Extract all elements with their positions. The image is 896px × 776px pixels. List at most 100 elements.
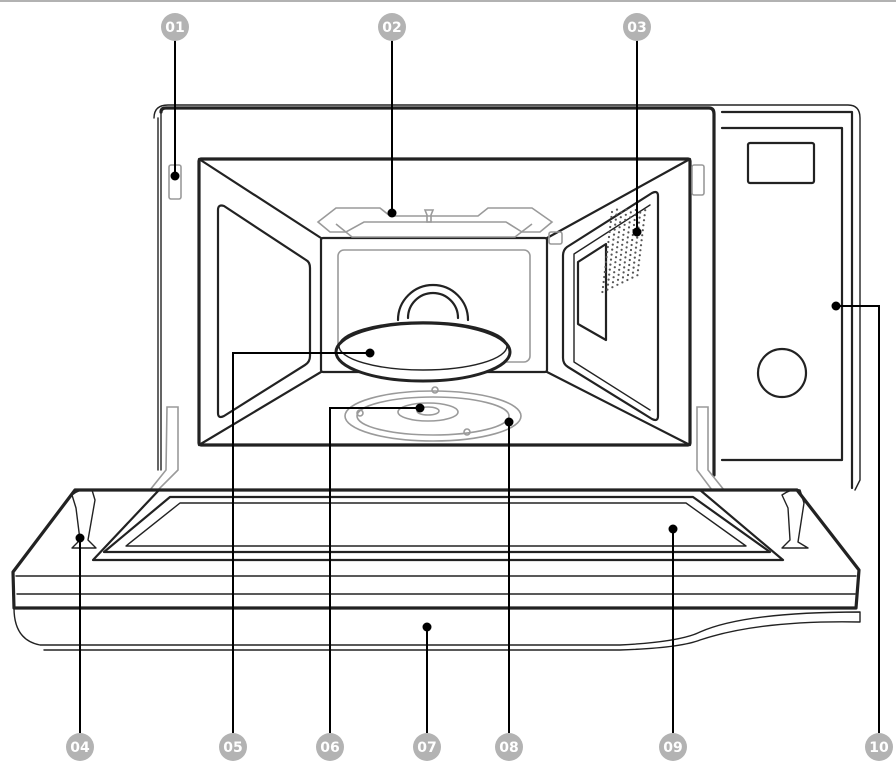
vent-hole — [632, 266, 635, 269]
coupler — [397, 402, 459, 422]
vent-hole — [620, 248, 623, 251]
callout-08: 08 — [495, 733, 523, 761]
vent-hole — [640, 239, 643, 242]
vent-hole — [619, 216, 622, 219]
vent-hole — [610, 253, 613, 256]
vent-hole — [608, 273, 611, 276]
vent-hole — [626, 236, 629, 239]
leader-dot-10 — [831, 301, 841, 311]
vent-hole — [621, 276, 625, 279]
vent-hole — [624, 218, 627, 221]
vent-hole — [606, 288, 609, 291]
vent-hole — [634, 246, 638, 249]
callout-label-03: 03 — [627, 20, 646, 36]
vent-hole — [617, 273, 620, 276]
callout-07: 07 — [413, 733, 441, 761]
vent-hole — [609, 263, 612, 266]
control-dial — [756, 347, 808, 399]
vent-hole — [603, 270, 606, 274]
vent-hole — [626, 241, 629, 244]
vent-hole — [621, 238, 624, 241]
vent-hole — [613, 228, 616, 231]
vent-hole — [613, 266, 616, 269]
vent-hole — [627, 268, 630, 272]
vent-hole — [644, 209, 647, 212]
vent-hole — [615, 208, 619, 211]
vent-hole — [633, 218, 636, 222]
oven-door — [11, 406, 861, 651]
vent-hole — [613, 271, 616, 274]
callout-03: 03 — [623, 13, 651, 41]
vent-hole — [616, 241, 619, 244]
leader-dot-06 — [415, 403, 425, 413]
vent-hole — [629, 211, 632, 214]
vent-hole — [639, 249, 642, 252]
vent-hole — [609, 220, 612, 224]
vent-hole — [631, 276, 634, 279]
door-safety-lock-hole-right — [691, 164, 705, 196]
callout-02: 02 — [378, 13, 406, 41]
vent-hole — [602, 280, 605, 284]
vent-hole — [629, 216, 632, 219]
roller-ring — [344, 390, 522, 442]
leader-06 — [329, 407, 420, 733]
grill-heater — [316, 207, 563, 245]
vent-hole — [623, 223, 626, 226]
vent-hole — [635, 241, 638, 244]
callout-09: 09 — [659, 733, 687, 761]
vent-hole — [612, 238, 615, 241]
callout-label-04: 04 — [70, 740, 90, 756]
vent-hole — [631, 271, 635, 274]
callout-06: 06 — [316, 733, 344, 761]
vent-hole — [616, 278, 620, 281]
vent-hole — [630, 243, 633, 247]
vent-hole — [607, 240, 610, 244]
vent-hole — [624, 256, 627, 259]
vent-hole — [643, 214, 646, 217]
vent-hole — [611, 248, 614, 251]
vent-hole — [623, 261, 626, 264]
vent-hole — [637, 264, 640, 267]
vent-hole — [638, 216, 641, 219]
vent-hole — [619, 258, 622, 261]
vent-hole — [617, 236, 620, 239]
vent-hole — [609, 225, 612, 229]
vent-hole — [603, 275, 606, 279]
leader-05 — [232, 352, 370, 733]
vent-hole — [601, 290, 604, 294]
vent-hole — [619, 253, 623, 256]
vent-hole — [636, 274, 639, 277]
vent-hole — [627, 226, 631, 229]
vent-hole — [634, 251, 637, 254]
vent-hole — [624, 213, 627, 216]
vent-hole — [636, 269, 640, 272]
leader-10 — [836, 305, 880, 733]
vent-hole — [639, 244, 643, 247]
vent-hole — [612, 233, 616, 236]
vent-hole — [610, 210, 614, 214]
vent-hole — [626, 273, 630, 277]
callout-label-08: 08 — [499, 740, 518, 756]
vent-hole — [618, 226, 621, 229]
vent-hole — [614, 223, 617, 226]
vent-hole — [604, 260, 608, 264]
vent-hole — [633, 256, 636, 259]
vent-hole — [610, 215, 613, 219]
vent-hole — [638, 254, 641, 257]
vent-hole — [639, 211, 642, 214]
leader-dot-09 — [668, 524, 678, 534]
callout-label-01: 01 — [165, 20, 184, 36]
vent-hole — [611, 286, 614, 289]
leader-dot-03 — [632, 227, 642, 237]
callout-04: 04 — [66, 733, 94, 761]
vent-hole — [616, 283, 619, 286]
vent-hole — [634, 213, 637, 217]
vent-hole — [608, 268, 611, 271]
vent-hole — [619, 221, 622, 224]
vent-hole — [621, 281, 624, 284]
vent-hole — [606, 245, 609, 249]
vent-hole — [628, 263, 631, 267]
vent-hole — [641, 229, 644, 232]
vent-grille — [601, 208, 647, 294]
vent-hole — [627, 231, 630, 234]
